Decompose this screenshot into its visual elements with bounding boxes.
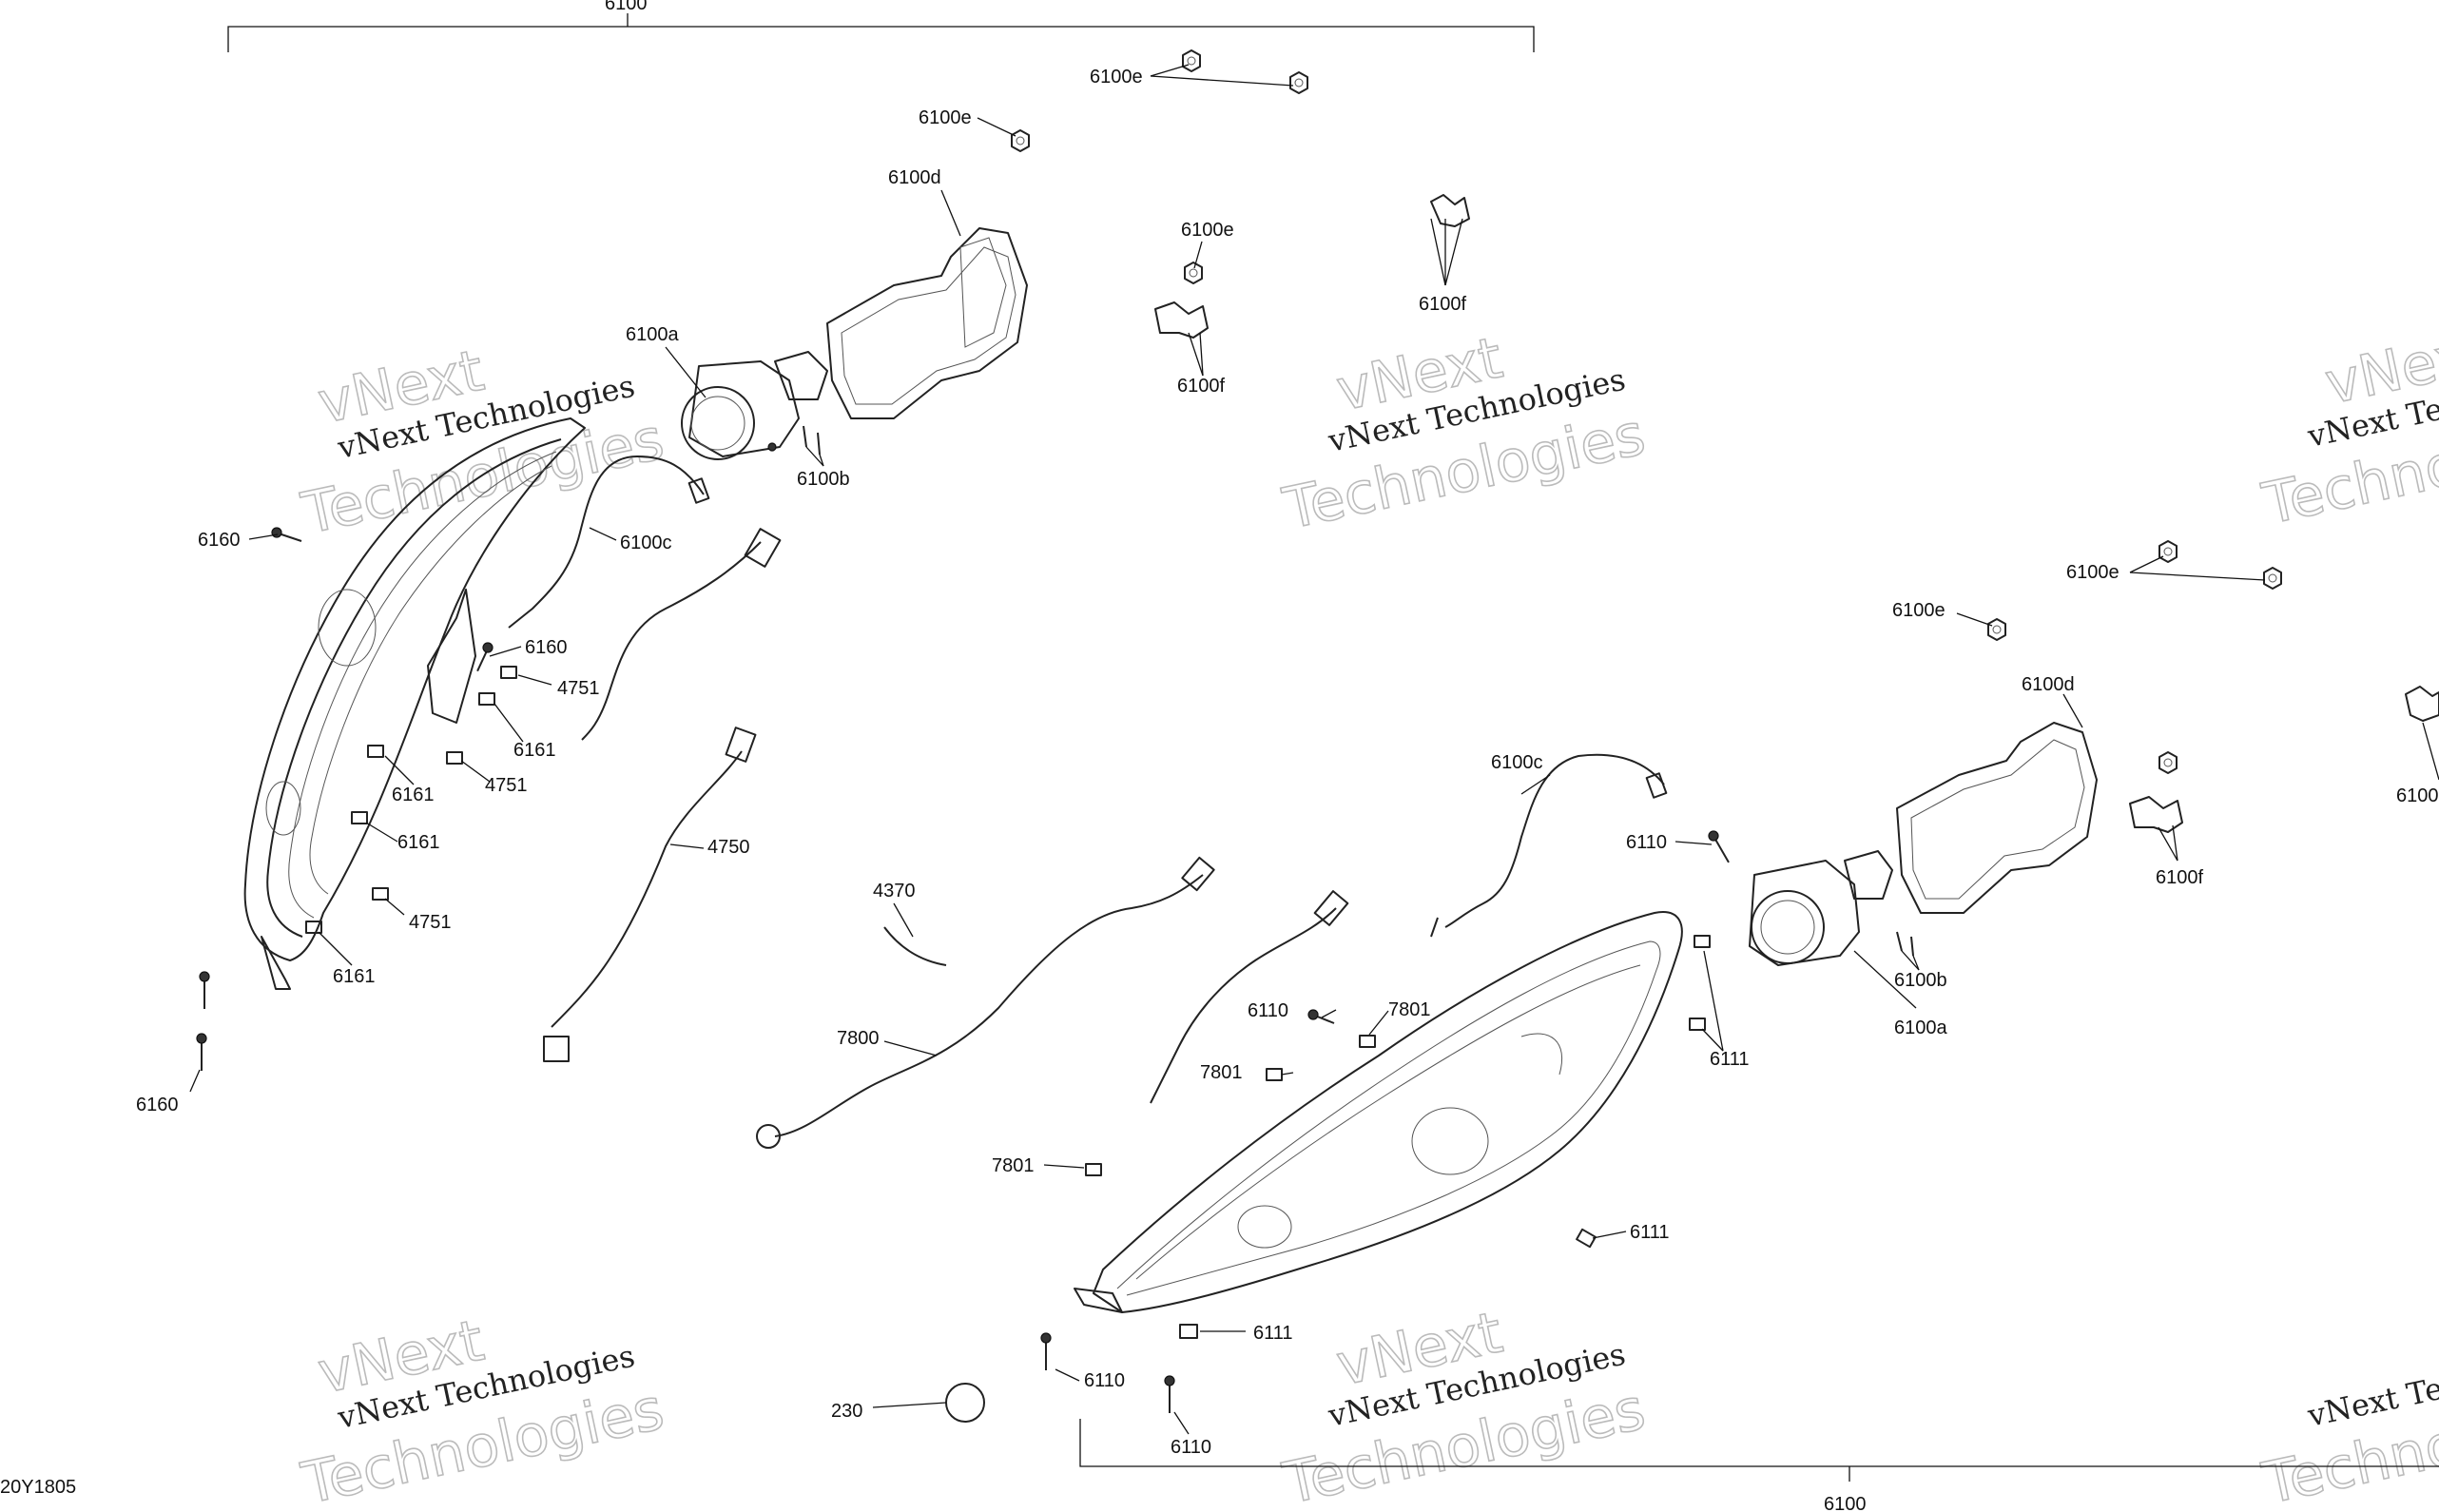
label-7801: 7801	[1200, 1062, 1243, 1083]
label-7801: 7801	[992, 1155, 1035, 1176]
top-bracket: 6100	[227, 0, 1535, 52]
label-230: 230	[831, 1401, 862, 1422]
label-6100e: 6100e	[2066, 562, 2120, 583]
label-6160: 6160	[525, 637, 568, 658]
label-6100f: 6100f	[2156, 867, 2203, 888]
label-6100e: 6100e	[1090, 67, 1143, 87]
right-small-parts	[1040, 830, 1914, 1413]
part-230-plug	[945, 1383, 985, 1423]
label-6160: 6160	[198, 530, 241, 551]
label-6100-bottom: 6100	[1824, 1494, 1867, 1512]
label-6100f: 6100f	[1419, 294, 1466, 315]
diagram-code: 20Y1805	[0, 1477, 76, 1498]
harness-4750-bottom-connector	[543, 1036, 570, 1062]
right-reflector-cover	[1896, 722, 2098, 914]
harness-upper-left	[581, 541, 762, 741]
label-7801: 7801	[1388, 999, 1431, 1020]
label-6100e: 6100e	[919, 107, 972, 128]
label-6111: 6111	[1630, 1222, 1670, 1243]
label-6100-partial: 6100	[2396, 785, 2439, 806]
label-4751: 4751	[409, 912, 452, 933]
label-6161: 6161	[397, 832, 440, 853]
bottom-bracket: 6100	[1079, 1419, 2439, 1512]
label-6110: 6110	[1171, 1437, 1211, 1458]
label-6161: 6161	[392, 785, 435, 805]
label-6100-top: 6100	[605, 0, 648, 14]
right-harness-tip	[1430, 917, 1439, 938]
label-6100a: 6100a	[626, 324, 679, 345]
left-headlight-housing	[243, 417, 586, 990]
label-6100d: 6100d	[888, 167, 941, 188]
label-6100e: 6100e	[1892, 600, 1945, 621]
leader-lines	[189, 64, 2439, 1435]
harness-7800-connector	[1181, 856, 1215, 892]
label-6110: 6110	[1084, 1370, 1125, 1391]
label-7800: 7800	[837, 1028, 880, 1049]
left-nuts-6100e	[1011, 49, 1308, 284]
harness-7800	[774, 874, 1204, 1137]
harness-4750	[551, 750, 743, 1028]
harness-4750-top-connector	[725, 727, 757, 763]
left-reflector-cover	[826, 227, 1028, 419]
label-6100b: 6100b	[797, 469, 850, 490]
label-4370: 4370	[873, 881, 916, 901]
right-headlight-housing	[1074, 911, 1683, 1313]
right-harness-connector	[1645, 772, 1668, 799]
left-harness-6100c	[508, 456, 705, 629]
label-6100a: 6100a	[1894, 1018, 1947, 1038]
left-projector-lens	[681, 351, 828, 460]
left-screws-6100b	[803, 425, 821, 456]
harness-middle-connector	[1313, 890, 1349, 926]
label-6100c: 6100c	[620, 533, 672, 553]
label-6100e: 6100e	[1181, 220, 1234, 241]
right-clips-6100f	[2129, 686, 2439, 833]
right-projector-lens	[1749, 850, 1893, 966]
label-6160: 6160	[136, 1095, 179, 1115]
left-small-parts	[196, 527, 517, 1071]
right-harness-6100c	[1444, 753, 1665, 928]
label-6100b: 6100b	[1894, 970, 1947, 991]
label-6161: 6161	[513, 740, 556, 761]
label-6111: 6111	[1253, 1323, 1293, 1344]
label-4750: 4750	[707, 837, 750, 858]
label-4751: 4751	[557, 678, 600, 699]
harness-middle	[1150, 907, 1337, 1104]
label-6111: 6111	[1710, 1049, 1750, 1070]
part-4370-strip	[883, 926, 947, 966]
label-6100c: 6100c	[1491, 752, 1543, 773]
right-nuts-6100e	[1987, 540, 2282, 774]
part-labels: 6100e 6100e 6100d 6100e 6100f 6100f 6100…	[0, 67, 2439, 1498]
harness-upper-connector	[744, 528, 782, 568]
label-6100d: 6100d	[2022, 674, 2075, 695]
label-6110: 6110	[1626, 832, 1667, 853]
label-6110: 6110	[1248, 1000, 1288, 1021]
label-6100f: 6100f	[1177, 376, 1225, 397]
harness-7800-grommet	[756, 1124, 781, 1149]
left-clips-6100f	[1154, 194, 1470, 339]
label-4751: 4751	[485, 775, 528, 796]
left-harness-connector	[687, 477, 710, 504]
label-6161: 6161	[333, 966, 376, 987]
